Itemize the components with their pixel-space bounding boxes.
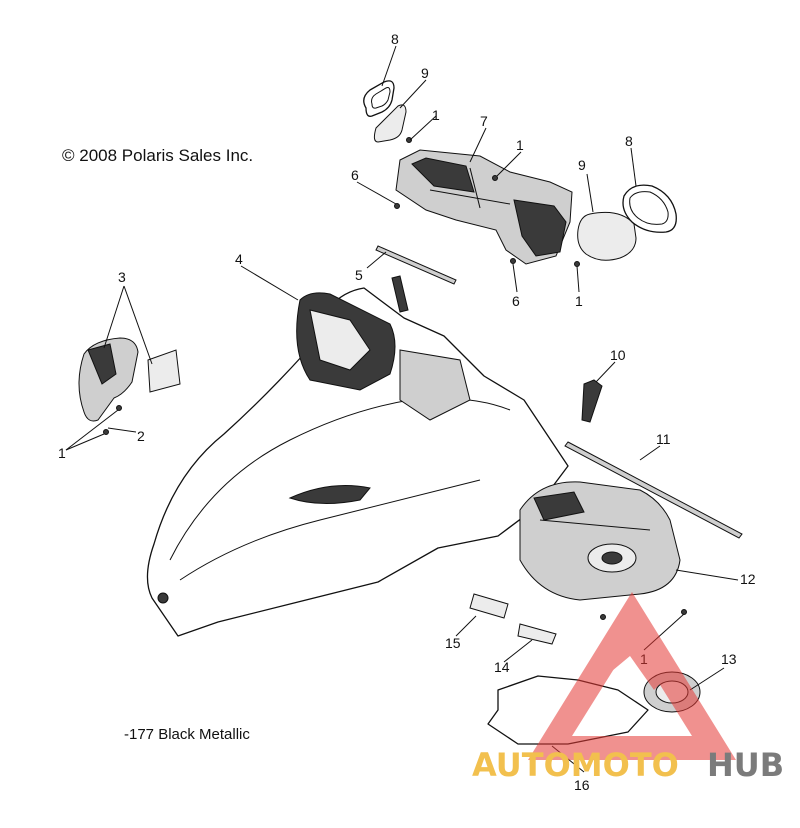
callout-15: 15 [445,635,461,651]
part-8-upper-gasket [363,80,395,117]
part-10-bracket [581,379,603,423]
part-7-headlight-housing [395,149,573,265]
callout-13: 13 [721,651,737,667]
callout-10: 10 [610,347,626,363]
callout-5: 5 [355,267,363,283]
callout-3: 3 [118,269,126,285]
callout-1: 1 [516,137,524,153]
callout-14: 14 [494,659,510,675]
part-9-upper-lens [373,104,407,143]
callout-2: 2 [137,428,145,444]
part-5-trim-strip [375,245,457,285]
watermark-text: AUTOMOTO HUB [472,746,784,784]
callout-8: 8 [625,133,633,149]
callout-1: 1 [58,445,66,461]
watermark-part2: HUB [707,746,784,784]
callout-6: 6 [512,293,520,309]
callout-12: 12 [740,571,756,587]
watermark-logo [528,592,736,760]
part-15-decal [469,593,509,619]
screws [103,137,687,620]
copyright-notice: © 2008 Polaris Sales Inc. [62,146,254,165]
part-11-trim-strip [564,441,743,539]
part-14-decal [517,623,557,645]
part-4-hood [146,287,569,637]
callout-1: 1 [432,107,440,123]
part-12-tray [519,481,681,601]
color-note: -177 Black Metallic [124,726,250,743]
callout-11: 11 [656,431,671,447]
callout-4: 4 [235,251,243,267]
callout-6: 6 [351,167,359,183]
callout-8: 8 [391,31,399,47]
part-9-right-lens [577,211,637,261]
part-3-deflector [78,337,181,422]
callout-9: 9 [421,65,429,81]
callout-1: 1 [575,293,583,309]
callout-7: 7 [480,113,488,129]
watermark-part1: AUTOMOTO [472,746,679,784]
callout-9: 9 [578,157,586,173]
part-8-right-gasket [622,184,677,233]
part-bracket-upper [391,275,409,313]
callout-16: 16 [574,777,590,793]
callout-labels: 8 9 1 7 1 9 8 6 5 4 3 2 1 6 1 10 11 12 1… [58,31,756,793]
